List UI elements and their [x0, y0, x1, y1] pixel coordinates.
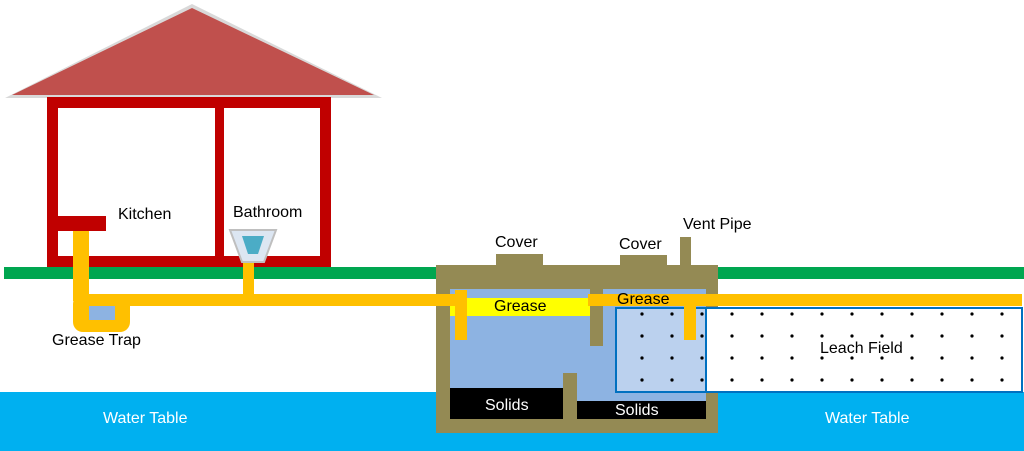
tank-bottom-divider — [563, 373, 577, 419]
grease-right-label: Grease — [617, 291, 670, 308]
tank-inlet-tee — [455, 290, 467, 340]
house-frame-mid — [215, 97, 224, 267]
kitchen-label: Kitchen — [118, 206, 172, 223]
cover-left — [496, 254, 543, 267]
solids-right — [577, 401, 706, 419]
bathroom-label: Bathroom — [233, 204, 303, 221]
house-frame-left — [47, 97, 58, 267]
solids-right-label: Solids — [615, 402, 659, 419]
grease-trap-label: Grease Trap — [52, 332, 141, 349]
kitchen-counter — [56, 216, 106, 231]
house-frame-right — [320, 97, 331, 267]
tank-outlet-tee — [684, 294, 696, 340]
cover-right-label: Cover — [619, 236, 662, 253]
bathroom-sink-water — [242, 236, 264, 254]
bathroom-drain-pipe — [243, 262, 254, 298]
house-frame-bottom — [47, 256, 331, 267]
vent-pipe-label: Vent Pipe — [683, 216, 752, 233]
outlet-pipe — [703, 294, 1022, 306]
grease-trap-water — [89, 306, 115, 320]
kitchen-drain-pipe — [73, 231, 89, 301]
vent-pipe — [680, 237, 691, 267]
house-roof — [12, 8, 374, 95]
tank-transfer-pipe — [588, 294, 703, 306]
solids-left-label: Solids — [485, 397, 529, 414]
solids-left — [450, 388, 563, 419]
cover-right — [620, 255, 667, 267]
water-table-right-label: Water Table — [825, 410, 910, 427]
grease-layer-left — [450, 298, 590, 316]
house-frame-top — [47, 97, 331, 108]
cover-left-label: Cover — [495, 234, 538, 251]
water-table-left-label: Water Table — [103, 410, 188, 427]
leach-field-label: Leach Field — [820, 340, 903, 357]
grease-left-label: Grease — [494, 298, 547, 315]
main-drain-pipe — [89, 294, 464, 306]
